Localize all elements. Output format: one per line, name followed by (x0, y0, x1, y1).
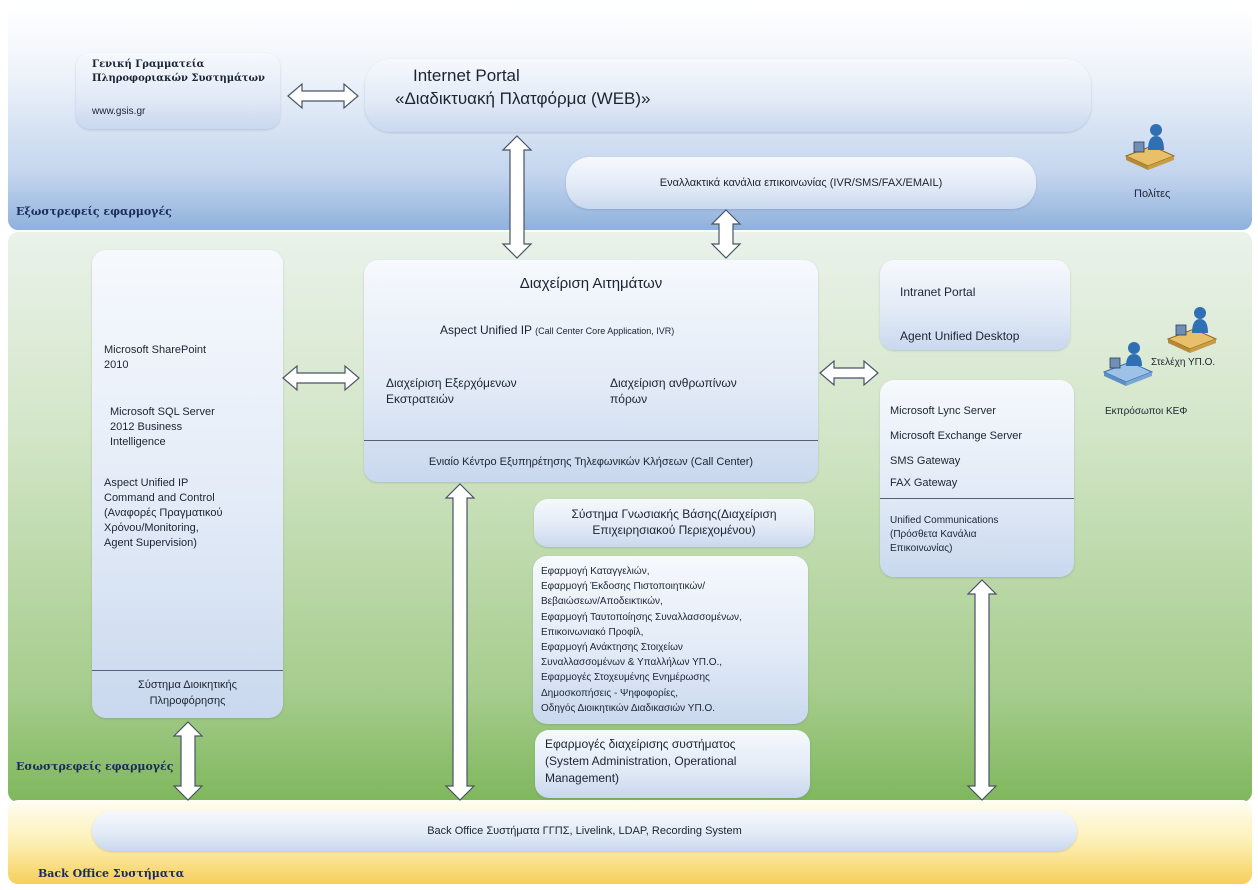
sharepoint-line2: 2010 (104, 359, 129, 371)
aspect-ip-main: Aspect Unified IP (440, 323, 532, 337)
applications-list-item: Δημοσκοπήσεις - Ψηφοφορίες, (541, 687, 679, 699)
request-management-box: Διαχείριση Αιτημάτων Aspect Unified IP (… (364, 260, 818, 482)
aspect-cc-line1: Aspect Unified IP (104, 477, 189, 489)
lync-server-label: Microsoft Lync Server (890, 405, 996, 417)
mis-label-line1: Σύστημα Διοικητικής (138, 679, 237, 691)
sqlserver-line3: Intelligence (110, 436, 166, 448)
sms-gateway-label: SMS Gateway (890, 455, 961, 467)
aspect-cc-line3: (Αναφορές Πραγματικού (104, 507, 223, 519)
alternative-channels-label: Εναλλακτικά κανάλια επικοινωνίας (IVR/SM… (659, 177, 943, 189)
backoffice-zone-label: Back Office Συστήματα (38, 867, 185, 880)
unified-comms-line2: (Πρόσθετα Κανάλια (890, 529, 977, 540)
citizen-workstation-icon (1124, 124, 1176, 170)
applications-list: Εφαρμογή Καταγγελιών, Εφαρμογή Έκδοσης Πι… (541, 564, 742, 716)
exchange-server-label: Microsoft Exchange Server (890, 430, 1023, 442)
applications-list-item: Εφαρμογές Στοχευμένης Ενημέρωσης (541, 672, 710, 684)
request-management-title: Διαχείριση Αιτημάτων (519, 275, 663, 292)
gsis-title-line1: Γενική Γραμματεία (92, 59, 205, 70)
mis-label-line2: Πληροφόρησης (149, 695, 226, 707)
internal-zone-label: Εσωστρεφείς εφαρμογές (16, 760, 174, 773)
aspect-ip-label: Aspect Unified IP (Call Center Core Appl… (440, 323, 674, 337)
outbound-campaigns-line1: Διαχείριση Εξερχόμενων (386, 376, 517, 390)
applications-list-item: Επικοινωνιακό Προφίλ, (541, 626, 644, 638)
fax-gateway-label: FAX Gateway (890, 477, 958, 489)
backoffice-systems-label: Back Office Συστήματα ΓΓΠΣ, Livelink, LD… (427, 825, 742, 837)
intranet-portal-box: Intranet Portal Agent Unified Desktop (880, 260, 1070, 350)
hr-management-line2: πόρων (610, 392, 648, 406)
outbound-campaigns-line2: Εκστρατειών (386, 392, 454, 406)
system-admin-line2: (System Administration, Operational (545, 754, 737, 768)
aspect-cc-line2: Command and Control (104, 492, 215, 504)
applications-list-item: Εφαρμογή Έκδοσης Πιστοποιητικών/ (541, 581, 706, 593)
applications-list-item: Εφαρμογή Ταυτοποίησης Συναλλασσομένων, (541, 611, 742, 623)
applications-list-item: Βεβαιώσεων/Αποδεικτικών, (541, 596, 663, 608)
sharepoint-line1: Microsoft SharePoint (104, 344, 207, 356)
applications-list-item: Εφαρμογή Καταγγελιών, (541, 566, 650, 577)
system-admin-box: Εφαρμογές διαχείρισης συστήματος (System… (535, 730, 810, 798)
staff-workstation-icon (1166, 307, 1218, 353)
alternative-channels-box: Εναλλακτικά κανάλια επικοινωνίας (IVR/SM… (566, 157, 1036, 209)
knowledge-base-line1: Σύστημα Γνωσιακής Βάσης(Διαχείριση (571, 507, 777, 521)
applications-list-box: Εφαρμογή Καταγγελιών, Εφαρμογή Έκδοσης Πι… (533, 556, 808, 724)
gsis-box: Γενική Γραμματεία Πληροφοριακών Συστημάτ… (76, 53, 280, 129)
knowledge-base-line2: Επιχειρησιακού Περιεχομένου) (592, 523, 756, 537)
internet-portal-box: Internet Portal «Διαδικτυακή Πλατφόρμα (… (365, 59, 1091, 132)
backoffice-systems-bar: Back Office Συστήματα ΓΓΠΣ, Livelink, LD… (92, 811, 1077, 851)
hr-management-line1: Διαχείριση ανθρωπίνων (610, 376, 737, 390)
knowledge-base-box: Σύστημα Γνωσιακής Βάσης(Διαχείριση Επιχε… (534, 499, 814, 547)
aspect-ip-sub: (Call Center Core Application, IVR) (535, 326, 675, 336)
right-box-divider (880, 498, 1074, 499)
internet-portal-title: Internet Portal (413, 66, 520, 85)
left-box-divider (92, 670, 283, 671)
call-center-label: Ενιαίο Κέντρο Εξυπηρέτησης Τηλεφωνικών Κ… (428, 456, 754, 468)
gsis-url: www.gsis.gr (92, 106, 146, 117)
management-info-box: Microsoft SharePoint 2010 Microsoft SQL … (92, 250, 283, 718)
unified-communications-box: Microsoft Lync Server Microsoft Exchange… (880, 380, 1074, 577)
agent-desktop-label: Agent Unified Desktop (900, 329, 1020, 343)
aspect-cc-line4: Χρόνου/Monitoring, (104, 522, 199, 534)
external-zone-label: Εξωστρεφείς εφαρμογές (16, 205, 172, 218)
applications-list-item: Συναλλασσομένων & Υπαλλήλων ΥΠ.Ο., (541, 657, 723, 669)
unified-comms-line1: Unified Communications (890, 515, 999, 526)
unified-comms-line3: Επικοινωνίας) (890, 543, 953, 554)
aspect-cc-line5: Agent Supervision) (104, 537, 197, 549)
system-admin-line3: Management) (545, 771, 620, 785)
system-admin-line1: Εφαρμογές διαχείρισης συστήματος (545, 737, 736, 751)
staff-label: Στελέχη ΥΠ.Ο. (1151, 357, 1216, 368)
kef-label: Εκπρόσωποι ΚΕΦ (1105, 406, 1188, 417)
applications-list-item: Οδηγός Διοικητικών Διαδικασιών ΥΠ.Ο. (541, 702, 715, 714)
center-box-divider (364, 440, 818, 441)
kef-workstation-icon (1102, 342, 1154, 386)
citizens-label: Πολίτες (1134, 188, 1171, 200)
internet-portal-subtitle: «Διαδικτυακή Πλατφόρμα (WEB)» (395, 89, 651, 108)
intranet-portal-label: Intranet Portal (900, 285, 976, 299)
sqlserver-line2: 2012 Business (110, 421, 183, 433)
applications-list-item: Εφαρμογή Ανάκτησης Στοιχείων (541, 642, 683, 654)
sqlserver-line1: Microsoft SQL Server (110, 406, 215, 418)
gsis-title-line2: Πληροφοριακών Συστημάτων (92, 73, 265, 84)
